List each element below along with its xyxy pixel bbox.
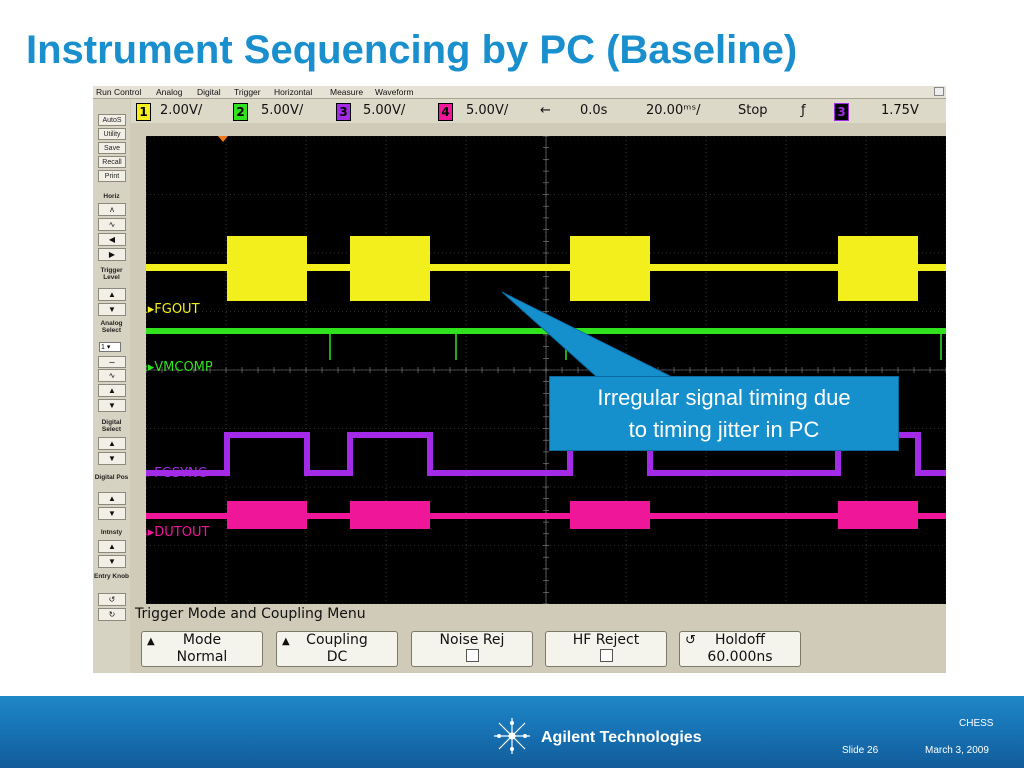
knob-cw-icon[interactable]: ↻ bbox=[98, 608, 126, 621]
analog-wave1-icon[interactable]: ∼ bbox=[98, 356, 126, 368]
digital-select-down-icon[interactable]: ▼ bbox=[98, 452, 126, 465]
agilent-spark-logo-icon bbox=[494, 718, 530, 754]
slide-title: Instrument Sequencing by PC (Baseline) bbox=[26, 28, 798, 72]
ch4-burst bbox=[570, 501, 650, 529]
horizontal-delay[interactable]: 0.0s bbox=[580, 103, 608, 118]
trigger-position-marker bbox=[218, 136, 228, 142]
ch4-burst bbox=[227, 501, 307, 529]
ch4-trace-label: 4▸DUTOUT bbox=[146, 525, 210, 540]
window-close-icon[interactable] bbox=[934, 87, 944, 96]
callout-line-2: to timing jitter in PC bbox=[628, 417, 820, 442]
ch4-badge[interactable]: 4 bbox=[438, 103, 453, 121]
delay-arrow-icon: ← bbox=[540, 103, 551, 118]
ch4-burst bbox=[350, 501, 430, 529]
analog-down-icon[interactable]: ▼ bbox=[98, 399, 126, 412]
ch1-burst bbox=[227, 236, 307, 301]
ch1-scale[interactable]: 2.00V/ bbox=[160, 103, 203, 118]
trigger-level-label: Trigger Level bbox=[100, 267, 123, 281]
holdoff-knob-icon: ↺ bbox=[685, 633, 696, 648]
horiz-label: Horiz bbox=[103, 193, 120, 200]
ch2-trace-label: 2▸VMCOMP bbox=[146, 360, 213, 375]
noise-reject-checkbox[interactable] bbox=[465, 649, 479, 662]
analog-wave2-icon[interactable]: ∿ bbox=[98, 369, 126, 382]
save-button[interactable]: Save bbox=[98, 142, 126, 154]
horiz-sweep-icon[interactable]: ᴧ bbox=[98, 203, 126, 216]
noise-reject-softkey[interactable]: Noise Rej bbox=[411, 631, 533, 667]
trigger-level-down-icon[interactable]: ▼ bbox=[98, 303, 126, 316]
analog-select-dropdown[interactable]: 1 ▾ bbox=[99, 342, 121, 352]
menu-digital[interactable]: Digital bbox=[197, 87, 221, 97]
ch1-trace-label: 1▸FGOUT bbox=[146, 302, 200, 317]
softkey-menu-title: Trigger Mode and Coupling Menu bbox=[130, 604, 946, 624]
footer-slide-number: Slide 26 bbox=[842, 745, 879, 756]
menu-run-control[interactable]: Run Control bbox=[96, 87, 142, 97]
analog-up-icon[interactable]: ▲ bbox=[98, 384, 126, 397]
footer-event: CHESS bbox=[959, 718, 994, 729]
ch3-badge[interactable]: 3 bbox=[336, 103, 351, 121]
ch2-baseline bbox=[146, 328, 946, 334]
ch3-trace-label: 3▸FGSYNC bbox=[146, 466, 207, 481]
menu-horizontal[interactable]: Horizontal bbox=[274, 87, 313, 97]
hf-reject-checkbox[interactable] bbox=[599, 649, 613, 662]
waveform-graticule bbox=[146, 136, 946, 604]
menu-waveform[interactable]: Waveform bbox=[375, 87, 414, 97]
menu-measure[interactable]: Measure bbox=[330, 87, 364, 97]
coupling-arrow-icon: ▲ bbox=[282, 636, 290, 647]
horiz-wave-icon[interactable]: ∿ bbox=[98, 218, 126, 231]
ch1-burst bbox=[838, 236, 918, 301]
trigger-level-value[interactable]: 1.75V bbox=[881, 103, 919, 118]
ch1-burst bbox=[350, 236, 430, 301]
trigger-edge-icon: ƒ bbox=[801, 103, 806, 118]
run-state[interactable]: Stop bbox=[738, 103, 768, 118]
ch4-scale[interactable]: 5.00V/ bbox=[466, 103, 509, 118]
horiz-left-arrow-icon[interactable]: ◀ bbox=[98, 233, 126, 246]
hf-reject-softkey[interactable]: HF Reject bbox=[545, 631, 667, 667]
print-button[interactable]: Print bbox=[98, 170, 126, 182]
horiz-right-arrow-icon[interactable]: ▶ bbox=[98, 248, 126, 261]
utility-button[interactable]: Utility bbox=[98, 128, 126, 140]
analog-select-label: Analog Select bbox=[100, 320, 123, 334]
digital-pos-down-icon[interactable]: ▼ bbox=[98, 507, 126, 520]
scope-status-bar: 1 2.00V/ 2 5.00V/ 3 5.00V/ 4 5.00V/ ← 0.… bbox=[131, 99, 946, 123]
recall-button[interactable]: Recall bbox=[98, 156, 126, 168]
ch1-burst bbox=[570, 236, 650, 301]
callout-box: Irregular signal timing due to timing ji… bbox=[549, 376, 899, 451]
digital-select-label: Digital Select bbox=[101, 419, 122, 433]
left-control-panel: AutoS Utility Save Recall Print Horiz ᴧ … bbox=[93, 99, 130, 673]
ch1-baseline bbox=[146, 264, 946, 271]
autoscale-button[interactable]: AutoS bbox=[98, 114, 126, 126]
intensity-down-icon[interactable]: ▼ bbox=[98, 555, 126, 568]
footer-date: March 3, 2009 bbox=[925, 745, 989, 756]
ch2-scale[interactable]: 5.00V/ bbox=[261, 103, 304, 118]
entry-knob-label: Entry Knob bbox=[93, 573, 130, 580]
mode-arrow-icon: ▲ bbox=[147, 636, 155, 647]
digital-pos-label: Digital Pos bbox=[94, 474, 129, 481]
knob-ccw-icon[interactable]: ↺ bbox=[98, 593, 126, 606]
ch2-badge[interactable]: 2 bbox=[233, 103, 248, 121]
ch4-baseline bbox=[146, 513, 946, 519]
callout-line-1: Irregular signal timing due bbox=[597, 385, 851, 410]
timebase[interactable]: 20.00ᵐˢ/ bbox=[646, 103, 701, 118]
ch4-burst bbox=[838, 501, 918, 529]
ch1-badge[interactable]: 1 bbox=[136, 103, 151, 121]
company-logo-text: Agilent Technologies bbox=[541, 729, 702, 746]
intensity-up-icon[interactable]: ▲ bbox=[98, 540, 126, 553]
trigger-level-up-icon[interactable]: ▲ bbox=[98, 288, 126, 301]
trigger-source-badge[interactable]: 3 bbox=[834, 103, 849, 121]
scope-menubar: Run Control Analog Digital Trigger Horiz… bbox=[93, 86, 946, 99]
digital-select-up-icon[interactable]: ▲ bbox=[98, 437, 126, 450]
ch3-scale[interactable]: 5.00V/ bbox=[363, 103, 406, 118]
waveform-display: 1▸FGOUT 2▸VMCOMP 3▸FGSYNC 4▸DUTOUT bbox=[146, 136, 946, 604]
digital-pos-up-icon[interactable]: ▲ bbox=[98, 492, 126, 505]
menu-analog[interactable]: Analog bbox=[156, 87, 183, 97]
menu-trigger[interactable]: Trigger bbox=[234, 87, 261, 97]
slide-footer bbox=[0, 696, 1024, 768]
intensity-label: Intnsty bbox=[100, 529, 123, 536]
